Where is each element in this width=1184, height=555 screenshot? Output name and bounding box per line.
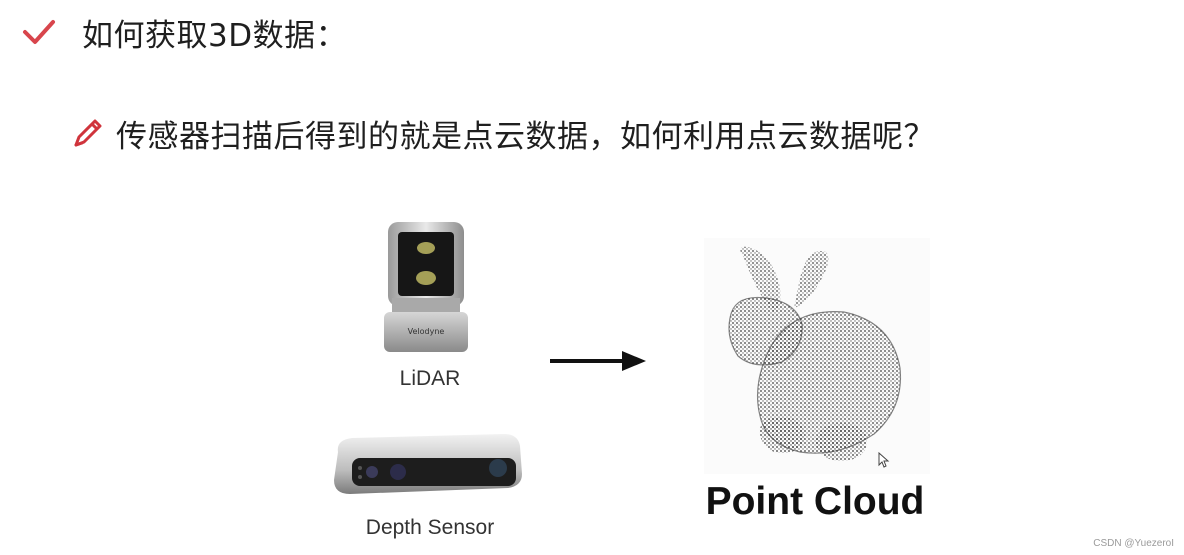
lidar-device-image: Velodyne xyxy=(384,222,468,352)
point-cloud-bunny-image xyxy=(728,246,902,461)
mouse-cursor-icon xyxy=(878,452,890,468)
slide-heading-row: 如何获取3D数据： xyxy=(22,10,347,54)
depth-sensor-label: Depth Sensor xyxy=(365,516,495,539)
check-icon xyxy=(23,20,55,44)
bullet-text: 传感器扫描后得到的就是点云数据，如何利用点云数据呢？ xyxy=(116,118,935,155)
point-cloud-label: Point Cloud xyxy=(705,480,925,523)
slide-heading: 如何获取3D数据： xyxy=(82,17,348,54)
pencil-icon xyxy=(74,119,102,147)
svg-text:Velodyne: Velodyne xyxy=(408,327,445,336)
depth-sensor-image xyxy=(334,434,522,494)
bullet-row: 传感器扫描后得到的就是点云数据，如何利用点云数据呢？ xyxy=(70,110,935,156)
lidar-label: LiDAR xyxy=(399,367,461,390)
watermark-text: CSDN @YuezeroI xyxy=(1093,538,1174,549)
right-arrow-icon xyxy=(550,351,646,371)
